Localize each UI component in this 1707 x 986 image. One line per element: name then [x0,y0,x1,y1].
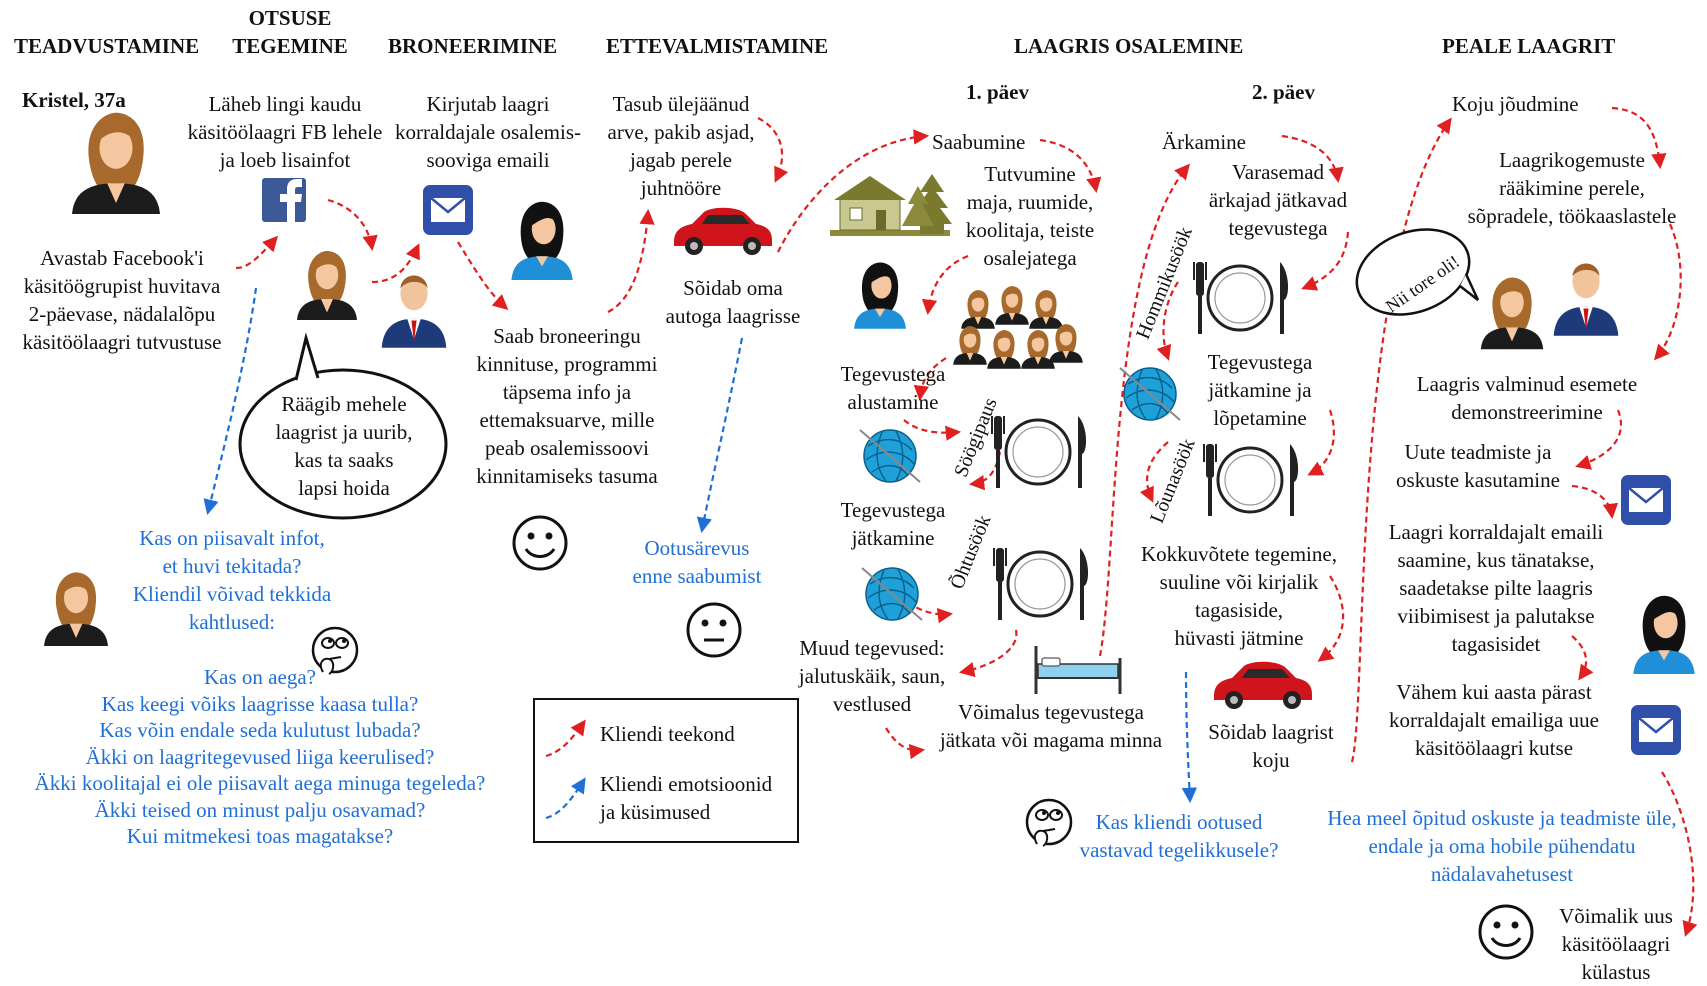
plate-icon [992,546,1090,622]
persona-woman-small-icon [44,572,108,646]
header-day2: 2. päev [1252,80,1315,104]
car-icon [674,207,772,255]
header-preparation: ETTEVALMISTAMINE [606,34,829,58]
organizer-woman-icon [1633,595,1695,674]
bed-icon [1034,644,1122,696]
day2-wake: Ärkamine [1162,130,1246,154]
header-camp: LAAGRIS OSALEMINE [1014,34,1244,58]
cabin-icon [829,173,953,237]
email-icon[interactable] [421,183,475,237]
facebook-icon[interactable] [262,178,306,222]
day1-arrival: Saabumine [932,130,1026,154]
yarn-icon [1119,367,1181,421]
journey-arrows [235,106,1698,937]
emotion-arrows [203,287,1198,804]
email-icon[interactable] [1629,703,1683,757]
woman-icon [854,262,906,329]
header-day1: 1. päev [966,80,1029,104]
header-decision-line1: OTSUSE [248,6,332,30]
header-decision-line2: TEGEMINE [232,34,348,58]
email-icon[interactable] [1619,473,1673,527]
awareness-questions: Kas on aega?Kas keegi võiks laagrisse ka… [34,665,486,848]
day2-summary: Kokkuvõtete tegemine,suuline või kirjali… [1141,542,1337,650]
legend-journey-label: Kliendi teekond [600,722,735,746]
legend [533,698,799,843]
organizer-woman-icon [511,201,573,280]
header-awareness: TEADVUSTAMINE [14,34,200,58]
awareness-questions-intro: Kas on piisavalt infot,et huvi tekitada?… [132,526,332,634]
woman-icon [297,251,357,320]
header-booking: BRONEERIMINE [388,34,558,58]
after-home: Koju jõudmine [1452,92,1579,116]
after-feeling: Hea meel õpitud oskuste ja teadmiste üle… [1327,806,1677,886]
legend-emotion-arrow [545,777,586,820]
woman-icon [1480,277,1544,350]
smiley-icon [512,515,568,571]
car-icon [1214,661,1312,709]
plate-icon [1192,260,1290,336]
speech-bubble-after [1355,228,1480,316]
header-after: PEALE LAAGRIT [1442,34,1616,58]
man-icon [1553,263,1619,336]
neutral-face-icon [686,602,742,658]
yarn-icon [861,567,923,621]
man-icon [381,275,447,348]
thinking-face-icon [1025,798,1073,848]
plate-icon [990,414,1088,490]
plate-icon [1202,442,1300,518]
legend-journey-arrow [545,719,586,758]
persona-woman-icon [72,112,160,214]
persona-name: Kristel, 37a [22,88,126,112]
yarn-icon [859,429,921,483]
day1-other: Muud tegevused:jalutuskäik, saun,vestlus… [798,636,946,716]
speech-bubble [238,332,448,520]
group-icon [953,286,1083,369]
smiley-icon [1478,904,1534,960]
